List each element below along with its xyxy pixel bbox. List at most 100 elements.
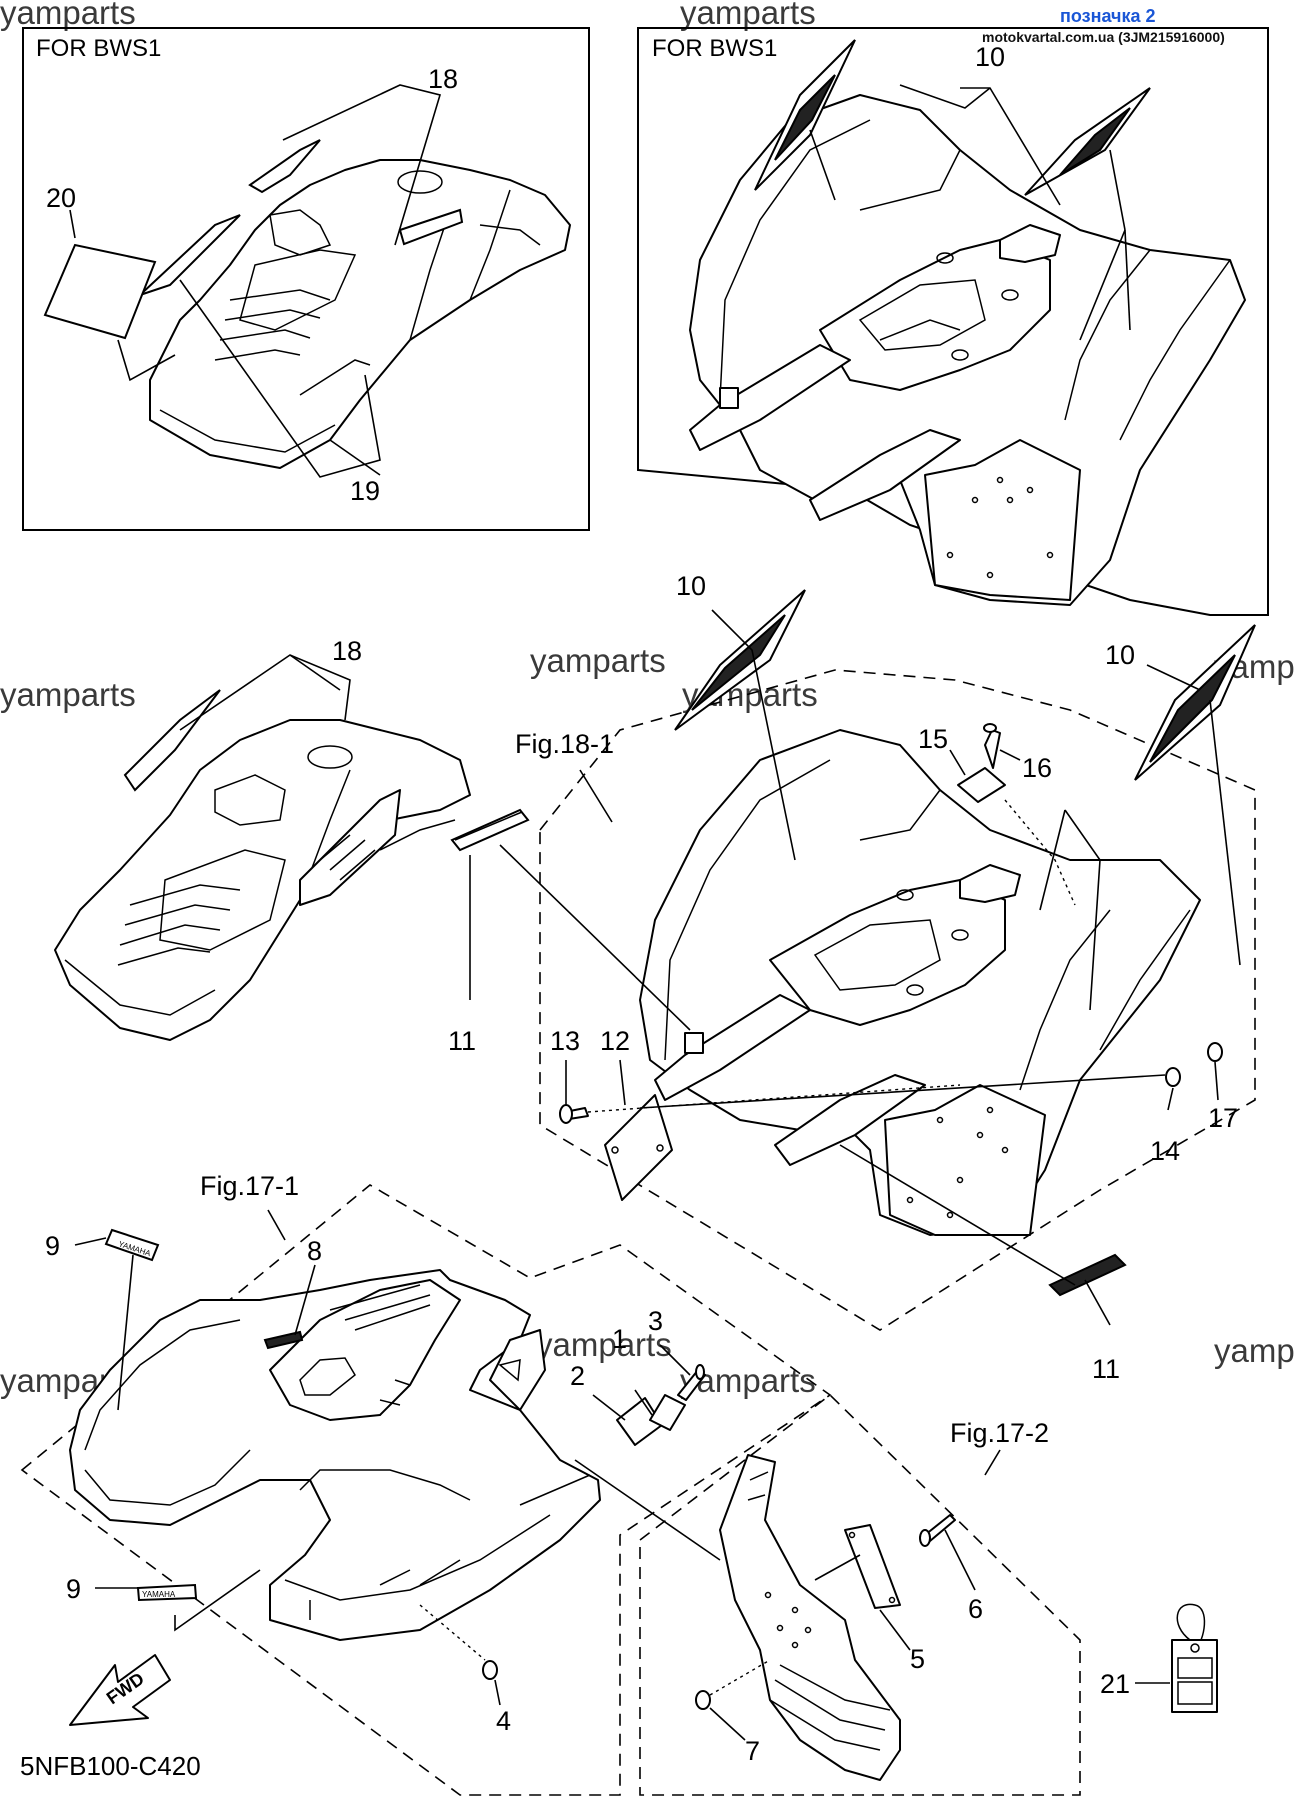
line-art — [419, 1604, 486, 1661]
decal-10-center-text — [691, 614, 786, 711]
line-art — [1001, 289, 1019, 301]
line-art — [986, 1106, 994, 1114]
line-art — [936, 1116, 944, 1124]
line-art — [1214, 1061, 1219, 1101]
right-wing — [489, 1329, 546, 1411]
line-art — [804, 1626, 812, 1634]
line-art — [809, 129, 836, 201]
line-art — [479, 224, 541, 246]
line-art — [1064, 249, 1151, 421]
line-art — [999, 749, 1021, 761]
bolt-16 — [984, 729, 1001, 769]
callout-6: 6 — [968, 1594, 983, 1624]
line-art — [659, 1344, 691, 1376]
line-art — [294, 1264, 316, 1336]
line-art — [1109, 149, 1126, 231]
line-art — [592, 1394, 626, 1421]
callout-16: 16 — [1022, 753, 1052, 783]
line-art — [776, 1624, 784, 1632]
line-art — [519, 1474, 591, 1506]
line-art — [267, 1209, 286, 1241]
line-art — [709, 1659, 771, 1696]
label-link[interactable]: позначка 2 — [1060, 6, 1156, 26]
rail-mount — [719, 387, 739, 409]
callout-18: 18 — [428, 64, 458, 94]
line-art — [747, 1471, 769, 1501]
rail-left-fig18 — [654, 994, 811, 1101]
front-fender — [69, 1269, 601, 1641]
line-art — [656, 1144, 664, 1152]
line-art — [397, 170, 443, 194]
line-art — [179, 279, 381, 478]
line-art — [1039, 809, 1066, 911]
side-cover-grille — [299, 789, 401, 906]
diagram-code: 5NFB100-C420 — [20, 1751, 201, 1781]
line-art — [983, 723, 997, 733]
watermark-text: yamparts — [680, 0, 816, 31]
line-art — [899, 84, 991, 109]
line-art — [179, 654, 351, 731]
line-art — [951, 929, 969, 941]
box-label: FOR BWS1 — [652, 35, 777, 62]
mount-bracket — [999, 224, 1061, 263]
fig-label: Fig.18-1 — [515, 729, 614, 759]
line-art — [1019, 909, 1111, 1091]
line-art — [664, 759, 831, 1061]
line-art — [711, 609, 796, 861]
yamaha-decal-text: YAMAHA — [142, 1590, 176, 1599]
line-art — [299, 359, 371, 396]
reflector-11-right — [1048, 1253, 1127, 1297]
line-art — [879, 1609, 911, 1651]
callout-12: 12 — [600, 1026, 630, 1056]
callout-13: 13 — [550, 1026, 580, 1056]
line-art — [499, 844, 691, 1031]
line-art — [289, 654, 341, 691]
line-art — [984, 1449, 1001, 1476]
seat-tray-fig18 — [769, 879, 1006, 1026]
line-art — [224, 309, 321, 321]
callout-3: 3 — [648, 1306, 663, 1336]
watermark-text: yamparts — [0, 0, 136, 31]
line-art — [159, 849, 286, 951]
decal-20 — [43, 243, 157, 340]
tag-body — [1171, 1639, 1218, 1713]
line-art — [1124, 229, 1131, 331]
callout-10: 10 — [676, 571, 706, 601]
line-art — [976, 1131, 984, 1139]
line-art — [814, 1554, 861, 1581]
nut-7 — [695, 1690, 711, 1710]
line-art — [1176, 1603, 1206, 1651]
box-label: FOR BWS1 — [36, 35, 161, 62]
line-art — [956, 1176, 964, 1184]
callout-1: 1 — [612, 1324, 627, 1354]
rear-panel-fig18 — [884, 1084, 1046, 1236]
line-art — [791, 1641, 799, 1649]
line-art — [64, 959, 216, 1016]
caution-tag-21: 21 — [1100, 1603, 1218, 1713]
line-art — [74, 1237, 107, 1246]
mount-bracket-fig18 — [959, 864, 1021, 903]
line-art — [319, 834, 376, 881]
grommet-17 — [1207, 1042, 1223, 1062]
fig-18-1: Fig.18-1 10 — [448, 571, 1256, 1384]
line-art — [117, 1254, 134, 1411]
callout-21: 21 — [1100, 1669, 1130, 1699]
callout-7: 7 — [745, 1736, 760, 1766]
callout-5: 5 — [910, 1644, 925, 1674]
plate-12 — [604, 1094, 673, 1201]
site-reference: motokvartal.com.ua (3JM215916000) — [982, 29, 1225, 45]
rear-fender-small — [149, 159, 571, 469]
decal-18-mid — [123, 689, 221, 792]
reflector-11-left — [450, 808, 530, 852]
line-art — [634, 1389, 653, 1416]
line-art — [879, 319, 961, 341]
decal-10-right — [1024, 87, 1151, 196]
line-art — [559, 1104, 573, 1124]
callout-9: 9 — [66, 1574, 81, 1604]
line-art — [896, 889, 914, 901]
fig-17-2-boundary — [639, 1393, 1081, 1796]
line-art — [117, 947, 211, 966]
line-art — [619, 1059, 626, 1106]
mud-flap — [719, 1454, 901, 1781]
